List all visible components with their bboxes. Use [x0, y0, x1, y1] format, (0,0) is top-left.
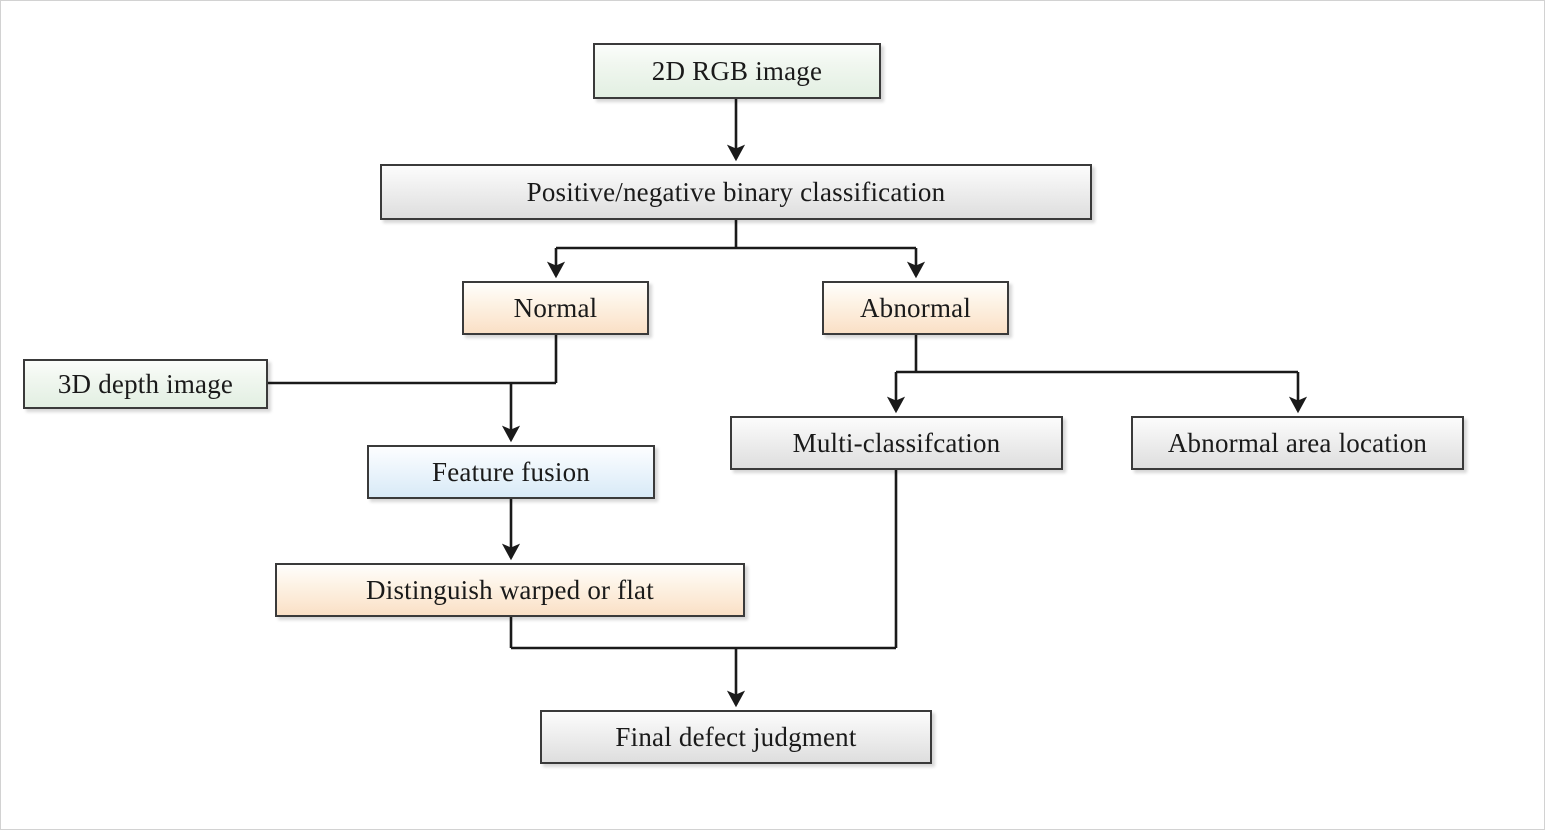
node-label: Feature fusion	[431, 456, 590, 487]
node-3d-depth-image[interactable]: 3D depth image	[23, 359, 268, 409]
node-final-defect-judgment[interactable]: Final defect judgment	[540, 710, 932, 764]
node-label: 2D RGB image	[651, 55, 823, 86]
node-label: Positive/negative binary classification	[526, 176, 946, 207]
node-label: Final defect judgment	[615, 721, 857, 752]
node-binary-classification[interactable]: Positive/negative binary classification	[380, 164, 1092, 220]
node-label: Multi-classifcation	[792, 427, 1001, 458]
node-abnormal-area-location[interactable]: Abnormal area location	[1131, 416, 1464, 470]
node-label: Distinguish warped or flat	[366, 574, 654, 605]
node-normal[interactable]: Normal	[462, 281, 649, 335]
node-label: 3D depth image	[57, 368, 234, 399]
node-label: Abnormal area location	[1167, 427, 1428, 458]
node-2d-rgb-image[interactable]: 2D RGB image	[593, 43, 881, 99]
node-distinguish-warped-or-flat[interactable]: Distinguish warped or flat	[275, 563, 745, 617]
node-feature-fusion[interactable]: Feature fusion	[367, 445, 655, 499]
node-label: Normal	[513, 292, 598, 323]
node-multi-classification[interactable]: Multi-classifcation	[730, 416, 1063, 470]
node-abnormal[interactable]: Abnormal	[822, 281, 1009, 335]
node-label: Abnormal	[859, 292, 972, 323]
